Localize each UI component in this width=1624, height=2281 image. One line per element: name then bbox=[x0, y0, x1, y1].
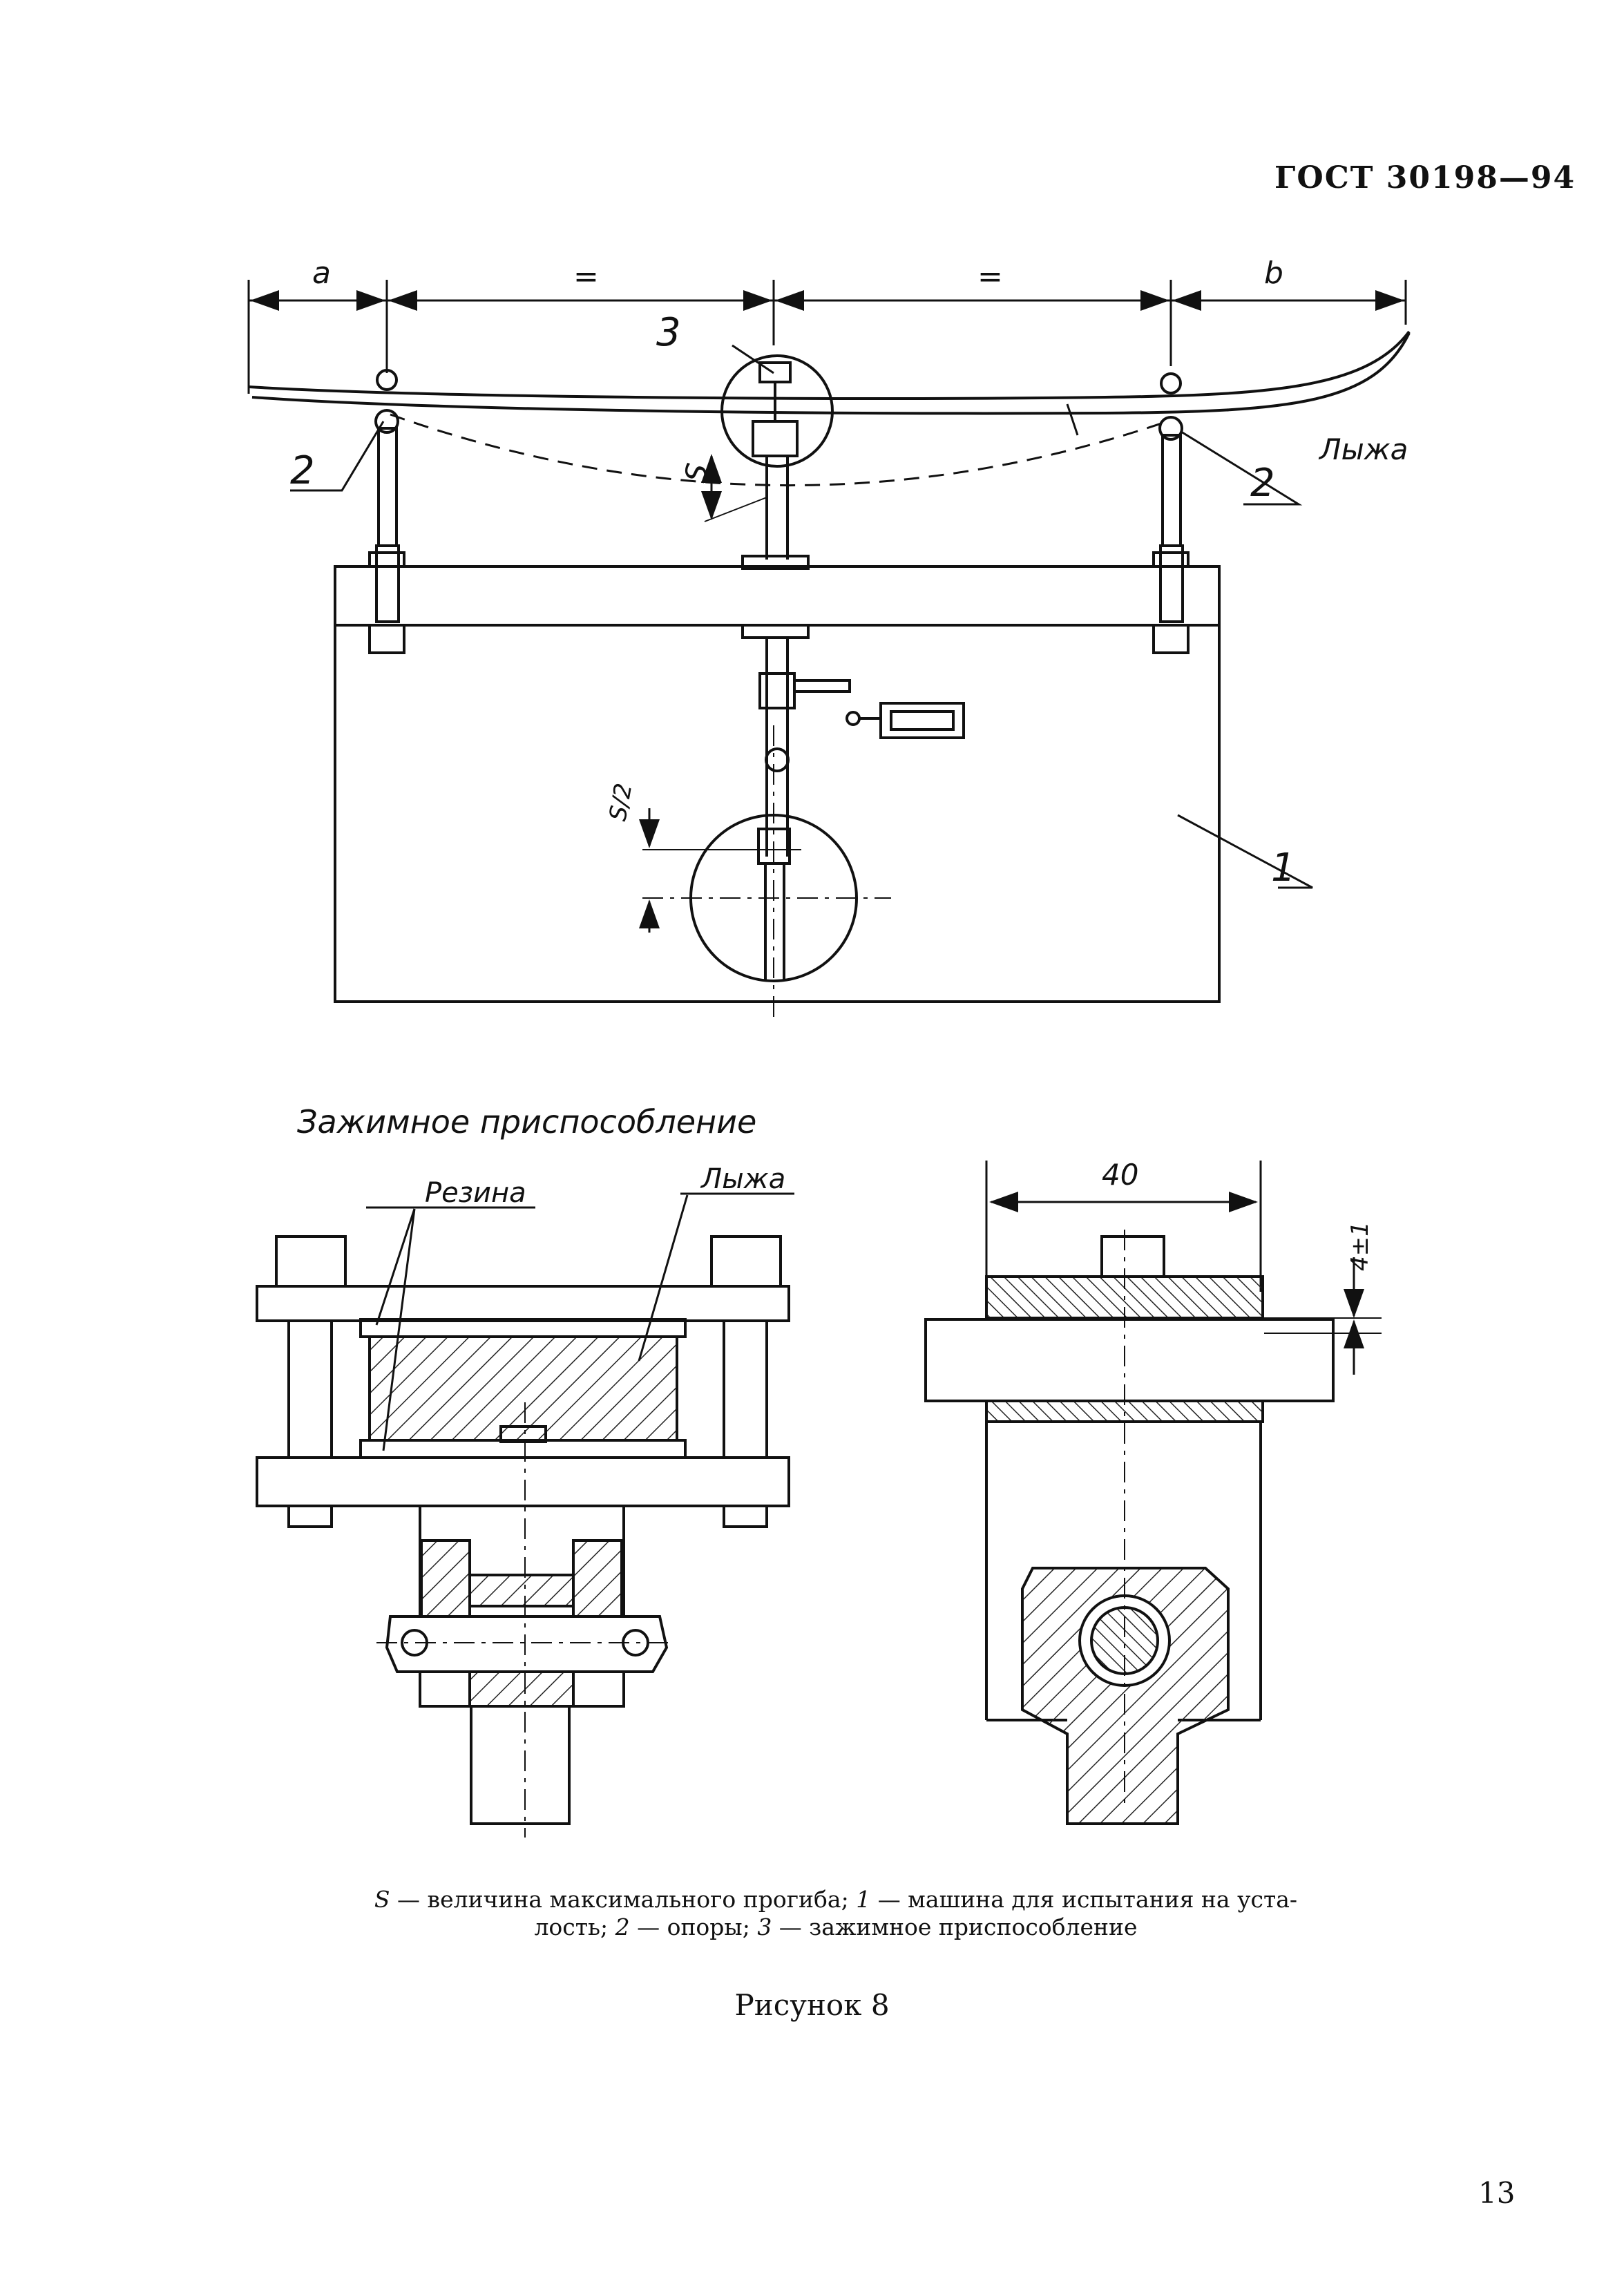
clamp-title: Зажимное приспособление bbox=[297, 1103, 756, 1140]
document-code: ГОСТ 30198—94 bbox=[1274, 160, 1576, 195]
caption-n2: 2 bbox=[615, 1913, 630, 1940]
caption-line2-pre: лость; bbox=[534, 1913, 615, 1940]
page-number: 13 bbox=[1478, 2176, 1516, 2210]
clamp-side-view bbox=[924, 1161, 1382, 1825]
caption-n3: 3 bbox=[757, 1913, 772, 1940]
clamp-front-view bbox=[256, 1192, 794, 1838]
fatigue-machine-view bbox=[247, 280, 1411, 1022]
dim-a-label: a bbox=[312, 256, 331, 291]
figure-title: Рисунок 8 bbox=[734, 1988, 890, 2022]
caption-n2-text: — опоры; bbox=[629, 1913, 758, 1940]
dim-equal-right: = bbox=[977, 259, 1003, 294]
callout-3: 3 bbox=[656, 310, 681, 355]
dim-40-label: 40 bbox=[1102, 1158, 1138, 1192]
dim-gap-label: 4±1 bbox=[1346, 1221, 1374, 1271]
caption-s-symbol: S bbox=[374, 1886, 390, 1913]
caption-n3-text: — зажимное приспособление bbox=[772, 1913, 1138, 1940]
caption-n1: 1 bbox=[856, 1886, 871, 1913]
figure-caption: S — величина максимального прогиба; 1 — … bbox=[249, 1886, 1423, 1941]
dim-equal-left: = bbox=[573, 259, 599, 294]
callout-2-left: 2 bbox=[290, 448, 315, 493]
callout-rubber: Резина bbox=[425, 1177, 526, 1209]
dim-s-half-label: S/2 bbox=[604, 781, 638, 823]
dim-b-label: b bbox=[1264, 256, 1283, 291]
callout-2-right: 2 bbox=[1250, 461, 1275, 506]
callout-ski-top: Лыжа bbox=[1318, 432, 1408, 466]
caption-n1-text: — машина для испытания на уста- bbox=[870, 1886, 1298, 1913]
callout-ski-clamp: Лыжа bbox=[700, 1163, 785, 1195]
caption-s-text: — величина максимального прогиба; bbox=[390, 1886, 857, 1913]
callout-1: 1 bbox=[1271, 846, 1296, 890]
